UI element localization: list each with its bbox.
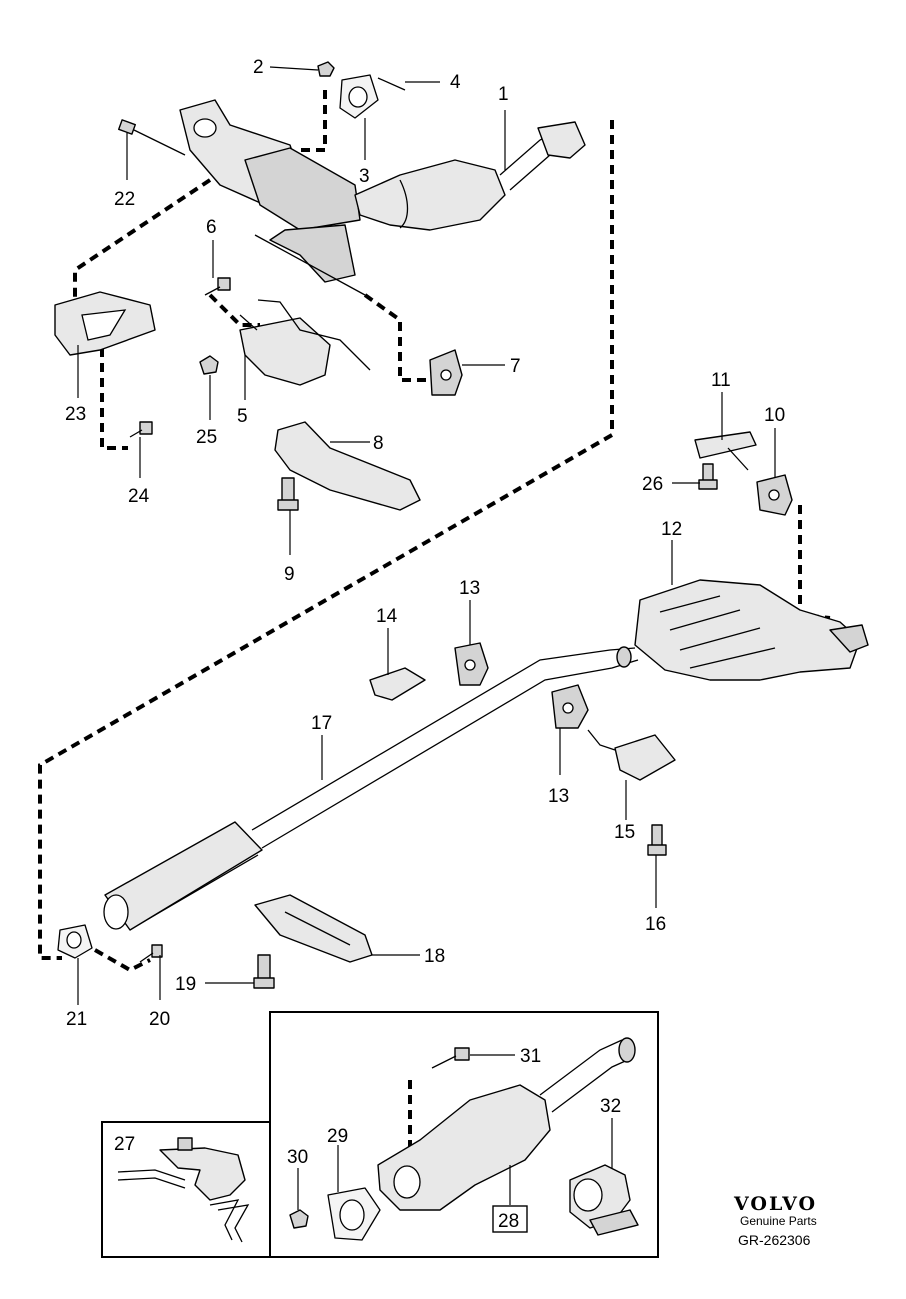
callout-29: 29 bbox=[327, 1126, 348, 1147]
bolt-24 bbox=[129, 421, 153, 438]
callout-26: 26 bbox=[642, 474, 663, 495]
callout-3: 3 bbox=[359, 166, 370, 187]
callout-17: 17 bbox=[311, 713, 332, 734]
rubber-hanger-13-lower bbox=[551, 684, 589, 729]
bracket-15 bbox=[587, 729, 676, 781]
bolt-6 bbox=[204, 277, 231, 296]
crossmember-8 bbox=[274, 421, 421, 511]
bolt-26 bbox=[698, 463, 718, 490]
intermediate-pipe-17 bbox=[103, 646, 639, 931]
callout-24: 24 bbox=[128, 486, 150, 507]
bolt-9 bbox=[277, 477, 299, 511]
rubber-hanger-10 bbox=[756, 474, 793, 516]
rubber-hanger-13-upper bbox=[454, 642, 489, 686]
heat-shield-bracket-5 bbox=[239, 299, 371, 386]
bolt-20 bbox=[139, 944, 163, 963]
callout-6: 6 bbox=[206, 217, 217, 238]
callout-9: 9 bbox=[284, 564, 295, 585]
nut-2 bbox=[317, 61, 335, 77]
bolt-19 bbox=[253, 954, 275, 989]
callout-21: 21 bbox=[66, 1009, 87, 1030]
callout-16: 16 bbox=[645, 914, 666, 935]
callout-5: 5 bbox=[237, 406, 248, 427]
callout-1: 1 bbox=[498, 84, 509, 105]
bracket-11 bbox=[694, 431, 757, 471]
bolt-22 bbox=[118, 119, 186, 156]
callout-4: 4 bbox=[450, 72, 461, 93]
callout-27: 27 bbox=[114, 1134, 135, 1155]
callout-8: 8 bbox=[373, 433, 384, 454]
callout-31: 31 bbox=[520, 1046, 541, 1067]
callout-2: 2 bbox=[253, 57, 264, 78]
volvo-logo: VOLVO bbox=[733, 1193, 817, 1215]
front-pipe-catalyst-assembly bbox=[179, 99, 586, 296]
callout-20: 20 bbox=[149, 1009, 170, 1030]
callout-28: 28 bbox=[498, 1211, 519, 1232]
gasket-21 bbox=[57, 924, 93, 959]
genuine-parts-label: Genuine Parts bbox=[740, 1214, 817, 1228]
callout-13-lower: 13 bbox=[548, 786, 569, 807]
callout-30: 30 bbox=[287, 1147, 308, 1168]
brand-block: VOLVO Genuine Parts GR-262306 bbox=[733, 1193, 817, 1248]
bolt-16 bbox=[647, 824, 667, 856]
callout-25: 25 bbox=[196, 427, 217, 448]
heat-shield-18 bbox=[254, 894, 373, 963]
bracket-23 bbox=[54, 291, 156, 356]
inset-box-27 bbox=[101, 1121, 271, 1258]
callout-14: 14 bbox=[376, 606, 398, 627]
callout-23: 23 bbox=[65, 404, 86, 425]
callout-15: 15 bbox=[614, 822, 635, 843]
callout-10: 10 bbox=[764, 405, 785, 426]
callout-18: 18 bbox=[424, 946, 445, 967]
callout-numbers: 1 2 3 4 5 6 7 8 9 10 11 12 13 13 14 15 1… bbox=[65, 57, 785, 1232]
callout-13-upper: 13 bbox=[459, 578, 480, 599]
nut-25 bbox=[199, 355, 219, 375]
rear-muffler-12 bbox=[634, 579, 869, 681]
callout-19: 19 bbox=[175, 974, 196, 995]
callout-11: 11 bbox=[711, 370, 731, 391]
callout-32: 32 bbox=[600, 1096, 621, 1117]
bracket-14 bbox=[369, 667, 426, 701]
inset-box-28 bbox=[269, 1011, 659, 1258]
callout-12: 12 bbox=[661, 519, 682, 540]
callout-leader-lines bbox=[77, 66, 776, 1005]
rubber-hanger-7 bbox=[429, 349, 463, 396]
diagram-code: GR-262306 bbox=[738, 1232, 811, 1248]
stud-4 bbox=[377, 77, 406, 91]
callout-7: 7 bbox=[510, 356, 521, 377]
callout-22: 22 bbox=[114, 189, 135, 210]
gasket-3 bbox=[339, 74, 379, 119]
